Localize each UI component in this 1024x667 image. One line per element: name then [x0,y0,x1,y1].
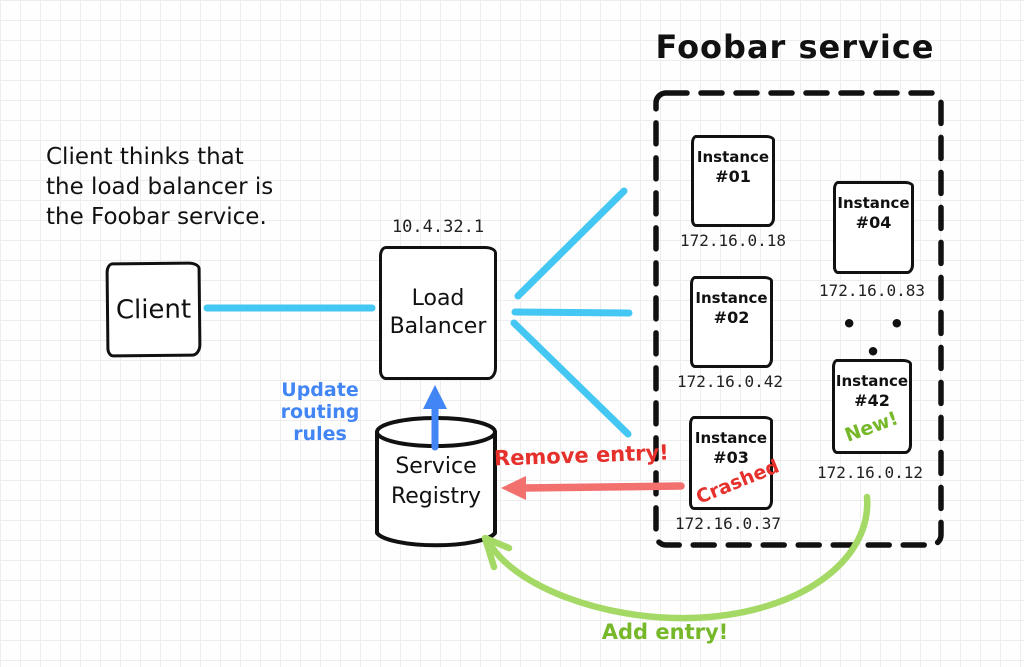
client-box: Client [105,261,202,358]
lb-instance3-link-line [510,319,632,438]
client-note-line3: the Foobar service. [46,204,267,230]
instance-04-ip: 172.16.0.83 [819,281,925,300]
more-instances-ellipsis: • • • [841,310,917,366]
client-note-line1: Client thinks that [46,144,244,170]
instance-03-ip: 172.16.0.37 [675,514,781,533]
load-balancer-ip: 10.4.32.1 [391,217,485,237]
instance-42-box: Instance #42 New! [832,359,912,454]
instance-02-number: #02 [713,308,750,327]
client-note: Client thinks that the load balancer is … [46,142,376,232]
load-balancer-label-line1: Load [411,286,465,311]
instance-card-01: Instance #01 172.16.0.18 [0,0,786,250]
remove-arrow-head [501,476,526,500]
instance-card-42: Instance #42 New! 172.16.0.12 [0,0,923,482]
add-entry-note: Add entry! [601,620,729,644]
update-arrow-head [423,385,447,409]
instance-02-ip: 172.16.0.42 [677,372,783,391]
add-arrow-head [481,534,513,571]
service-registry-label-line1: Service [395,454,477,479]
instance-04-number: #04 [855,213,892,232]
update-routing-rules-note: Update routing rules [255,379,385,445]
instance-01-box: Instance #01 [691,135,775,227]
foobar-service-boundary [653,90,944,548]
instance-01-ip: 172.16.0.18 [680,231,786,250]
service-registry-label-line2: Registry [390,484,482,509]
load-balancer-label-line2: Balancer [389,314,487,339]
client-label: Client [115,294,192,325]
instance-03-number: #03 [713,448,749,467]
instance-card-02: Instance #02 172.16.0.42 [0,0,783,391]
instance-42-status-new: New! [841,407,902,447]
lb-instance2-link-line [511,308,633,317]
instance-card-03: Instance #03 Crashed 172.16.0.37 [0,0,782,533]
load-balancer-box: Load Balancer [379,246,497,380]
add-arrow-curve [488,493,871,622]
instance-04-title: Instance [837,194,910,212]
instance-03-box: Instance #03 Crashed [689,416,782,510]
service-registry-label: Service Registry [377,452,495,512]
update-note-line2: routing rules [280,401,360,445]
foobar-service-title: Foobar service [655,28,935,66]
instance-01-number: #01 [715,167,751,186]
instance-02-title: Instance [695,289,768,307]
instance-04-box: Instance #04 [833,181,914,274]
instance-03-title: Instance [694,429,768,447]
registry-cylinder-body [375,430,497,548]
instance-01-title: Instance [696,148,770,166]
instance-02-box: Instance #02 [690,276,773,368]
lb-instance1-link-line [514,187,628,300]
instance-42-number: #42 [854,391,890,410]
update-note-line1: Update [281,379,359,401]
instance-card-04: Instance #04 172.16.0.83 [0,0,925,300]
instance-42-ip: 172.16.0.12 [817,463,923,482]
client-note-line2: the load balancer is [46,174,274,200]
remove-entry-note: Remove entry! [493,440,670,471]
instance-42-title: Instance [835,372,909,390]
remove-arrow-shaft [518,482,685,492]
